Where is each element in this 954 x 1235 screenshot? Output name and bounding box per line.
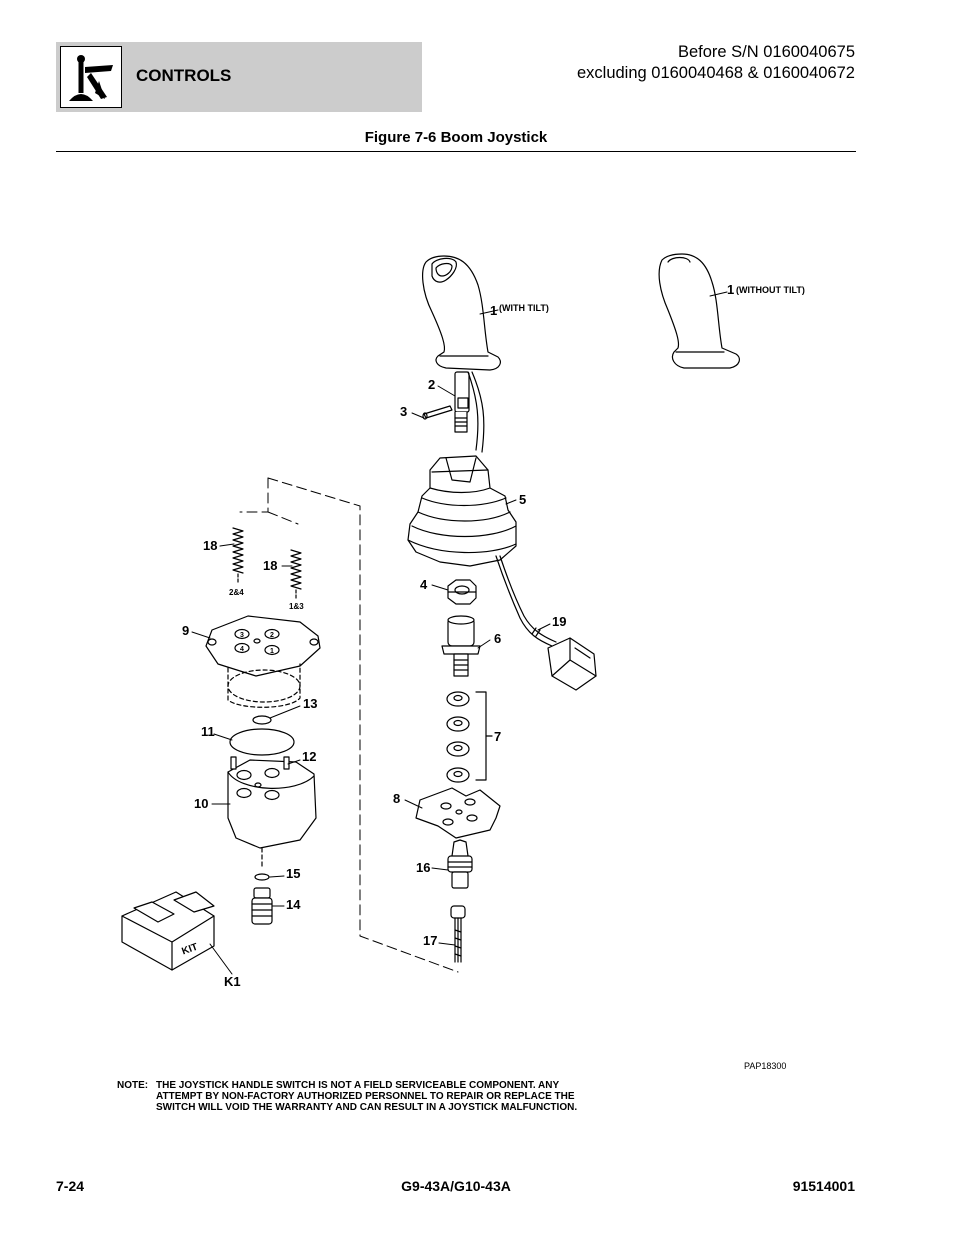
with-tilt-label: (WITH TILT) [499,303,549,313]
callout-13: 13 [303,696,317,711]
spring-position-a: 2&4 [229,588,244,597]
callout-2: 2 [428,377,435,392]
assembly-dash-lines [239,477,459,973]
callout-3: 3 [400,404,407,419]
shim-washers [446,691,493,783]
connector-harness [495,555,597,691]
joystick-handle-with-tilt [422,255,501,453]
housing-seals [229,715,295,756]
without-tilt-label: (WITHOUT TILT) [736,285,805,295]
port-number-4: 4 [240,646,244,653]
callout-4: 4 [420,577,428,592]
callout-8: 8 [393,791,400,806]
spring-position-b: 1&3 [289,602,304,611]
callout-labels: 1 (WITH TILT) 1 (WITHOUT TILT) 2 3 5 4 6… [182,282,805,989]
rubber-boot [407,455,517,567]
valve-housing-top [205,615,321,708]
header-divider [56,151,856,152]
serial-line-2: excluding 0160040468 & 0160040672 [576,64,855,82]
callout-5: 5 [519,492,526,507]
joystick-handle-without-tilt [658,253,740,369]
return-springs [232,527,302,599]
callout-18-a: 18 [203,538,217,553]
callout-9: 9 [182,623,189,638]
callout-6: 6 [494,631,501,646]
port-number-3: 3 [240,632,244,639]
document-number: 91514001 [792,1178,855,1194]
callout-10: 10 [194,796,208,811]
callout-18-b: 18 [263,558,277,573]
callout-12: 12 [302,749,316,764]
adjusting-screw [447,839,473,889]
callout-k1: K1 [224,974,241,989]
valve-housing-body [227,756,317,869]
page-number: 7-24 [56,1178,85,1194]
kit-box-label: KIT [180,942,199,958]
seal-kit-box: KIT [121,891,215,971]
callout-19: 19 [552,614,566,629]
jam-nut [447,579,477,605]
figure-code: PAP18300 [744,1061,787,1071]
outlet-fitting [251,873,273,925]
note-text: THE JOYSTICK HANDLE SWITCH IS NOT A FIEL… [156,1080,578,1113]
callout-7: 7 [494,729,501,744]
callout-17: 17 [423,933,437,948]
roll-pin [422,405,453,420]
callout-14: 14 [286,897,301,912]
serial-range: Before S/N 0160040675 excluding 01600404… [577,42,855,84]
port-number-2: 2 [270,632,274,639]
cam-plate [415,787,501,839]
callout-1-with-tilt: 1 [490,303,497,318]
socket-bolt [450,905,466,963]
callout-leaders [191,291,728,975]
figure-title: Figure 7-6 Boom Joystick [364,129,548,146]
section-title: CONTROLS [136,66,232,85]
serial-line-1: Before S/N 0160040675 [677,43,855,61]
callout-11: 11 [201,724,215,739]
section-header: CONTROLS [56,42,422,112]
callout-1-without-tilt: 1 [727,282,734,297]
plunger-adapter [441,615,481,677]
callout-15: 15 [286,866,300,881]
model-number: G9-43A/G10-43A [401,1178,511,1194]
note-label: NOTE: [117,1080,149,1091]
callout-16: 16 [416,860,430,875]
controls-logo-icon [60,46,122,108]
port-number-1: 1 [270,648,274,655]
